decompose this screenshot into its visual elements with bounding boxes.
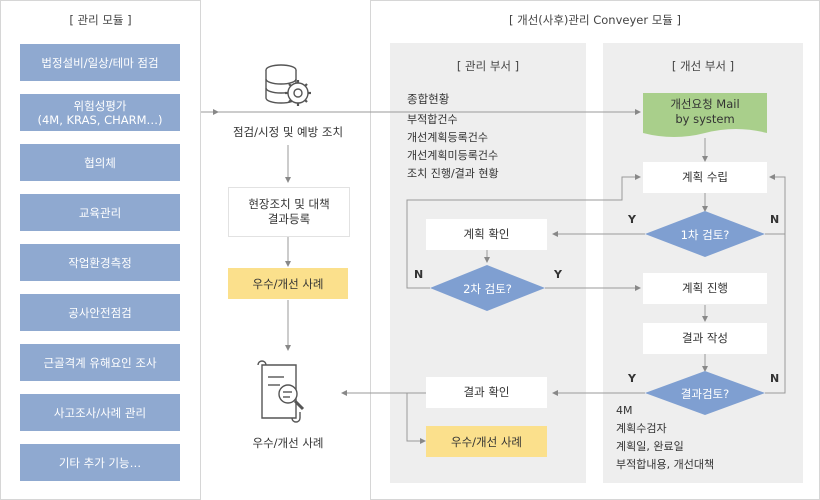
module-risk-assessment: 위험성평가 (4M, KRAS, CHARM…)	[20, 94, 180, 131]
first-review-yes: Y	[628, 213, 636, 226]
database-gear-icon	[265, 64, 311, 106]
mail-request-shape	[643, 93, 767, 137]
module-education: 교육관리	[20, 194, 180, 231]
arrow-review2-no	[406, 174, 641, 289]
doc-caption: 우수/개선 사례	[252, 436, 324, 450]
management-dept-area	[390, 43, 586, 483]
module-council: 협의체	[20, 144, 180, 181]
document-search-icon	[257, 360, 305, 423]
second-review-yes: Y	[554, 268, 562, 281]
note-item: 계획일, 완료일	[616, 440, 684, 453]
arrow-result-to-best	[406, 393, 426, 444]
module-accident-case: 사고조사/사례 관리	[20, 394, 180, 431]
module-legal-inspection: 법정설비/일상/테마 점검	[20, 44, 180, 81]
db-caption: 점검/시정 및 예방 조치	[232, 125, 344, 139]
first-review-no: N	[770, 213, 780, 226]
management-module-title: [ 관리 모듈 ]	[69, 13, 132, 27]
result-confirm-box: 결과 확인	[426, 377, 547, 408]
best-case-box-right: 우수/개선 사례	[426, 426, 547, 457]
second-review-diamond	[430, 265, 545, 311]
summary-list: 부적합건수 개선계획등록건수 개선계획미등록건수 조치 진행/결과 현황	[407, 111, 499, 183]
mail-request-label: 개선요청 Mail by system	[670, 97, 740, 126]
note-item: 계획수검자	[616, 422, 667, 435]
plan-make-box: 계획 수립	[643, 162, 767, 193]
module-musculoskeletal: 근골격계 유해요인 조사	[20, 344, 180, 381]
arrow-resultreview-no	[765, 177, 786, 394]
first-review-label: 1차 검토?	[680, 228, 730, 242]
field-action-box: 현장조치 및 대책 결과등록	[228, 187, 350, 237]
best-case-box-middle: 우수/개선 사례	[228, 268, 348, 299]
result-review-yes: Y	[628, 372, 636, 385]
note-item: 부적합내용, 개선대책	[616, 458, 715, 471]
first-review-diamond	[645, 211, 765, 257]
plan-confirm-box: 계획 확인	[426, 219, 547, 250]
summary-item: 개선계획등록건수	[407, 131, 488, 144]
module-other-functions: 기타 추가 기능…	[20, 444, 180, 481]
conveyer-module-title: [ 개선(사후)관리 Conveyer 모듈 ]	[508, 13, 682, 27]
second-review-label: 2차 검토?	[463, 282, 512, 296]
plan-progress-box: 계획 진행	[643, 273, 767, 304]
summary-item: 부적합건수	[407, 113, 458, 126]
improvement-dept-title: [ 개선 부서 ]	[671, 59, 735, 73]
result-write-box: 결과 작성	[643, 323, 767, 354]
note-item: 4M	[616, 404, 633, 417]
management-dept-title: [ 관리 부서 ]	[456, 59, 520, 73]
summary-item: 조치 진행/결과 현황	[407, 167, 499, 180]
result-review-label: 결과검토?	[680, 387, 730, 401]
summary-item: 개선계획미등록건수	[407, 149, 499, 162]
summary-title: 종합현황	[407, 92, 450, 106]
module-construction-safety: 공사안전점검	[20, 294, 180, 331]
second-review-no: N	[414, 268, 424, 281]
result-review-diamond	[645, 371, 765, 415]
result-notes-list: 4M 계획수검자 계획일, 완료일 부적합내용, 개선대책	[616, 402, 714, 474]
result-review-no: N	[770, 372, 780, 385]
module-work-environment: 작업환경측정	[20, 244, 180, 281]
